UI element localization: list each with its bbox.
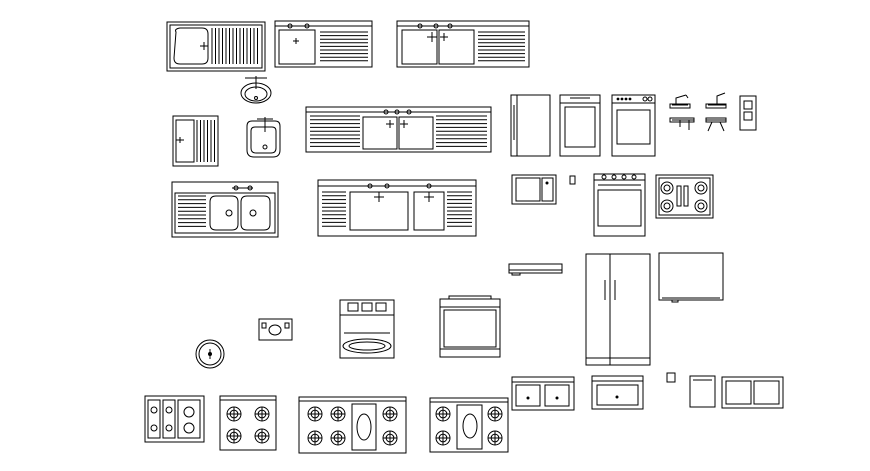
burner-grate bbox=[436, 407, 450, 421]
wall-switch-1 bbox=[569, 175, 576, 185]
burner-grate bbox=[488, 431, 502, 445]
square-lavatory bbox=[246, 117, 281, 158]
double-bowl-drainboard-left bbox=[171, 181, 279, 238]
burner-grate bbox=[227, 429, 241, 443]
double-bowl-sink-drainboards-1 bbox=[396, 20, 530, 68]
wall-oven-panel bbox=[658, 252, 724, 303]
cooktop-4-burner-3 bbox=[219, 395, 277, 451]
burner-grate bbox=[331, 407, 345, 421]
double-bowl-sink-elevation-1 bbox=[511, 376, 575, 411]
double-bowl-sink-elevation-2 bbox=[721, 376, 784, 409]
drainboard-sink-right-bowl-1 bbox=[274, 20, 373, 68]
small-lavatory bbox=[258, 318, 293, 341]
single-bowl-sink-elevation bbox=[591, 375, 644, 410]
cooktop-4-burner-1 bbox=[655, 174, 714, 219]
wall-switch-2 bbox=[666, 372, 676, 383]
range-plan bbox=[439, 295, 501, 358]
side-by-side-refrigerator bbox=[585, 253, 651, 366]
burner-grate bbox=[383, 407, 397, 421]
microwave bbox=[511, 174, 557, 205]
burner-grate bbox=[331, 431, 345, 445]
wall-control-panel bbox=[739, 95, 757, 131]
burner-grate bbox=[308, 431, 322, 445]
burner-grate bbox=[255, 407, 269, 421]
burner-grate bbox=[308, 407, 322, 421]
faucet-symbols bbox=[669, 92, 727, 132]
floor-drain bbox=[195, 339, 225, 369]
dishwasher-front bbox=[559, 94, 601, 157]
range-front-elevation-1 bbox=[611, 94, 656, 157]
range-front-elevation-2 bbox=[593, 173, 646, 237]
range-hood-side bbox=[508, 263, 563, 276]
burner-grate bbox=[227, 407, 241, 421]
cooktop-4-burner-2 bbox=[144, 395, 205, 443]
utility-sink bbox=[339, 299, 395, 359]
burner-grate bbox=[488, 407, 502, 421]
single-sink-drainboard-left bbox=[166, 21, 266, 72]
drainboard-sink-vertical bbox=[172, 115, 219, 167]
double-bowl-sink-drainboards-3 bbox=[317, 179, 477, 237]
cooktop-six-burner-griddle-2 bbox=[429, 397, 509, 453]
refrigerator-side bbox=[510, 94, 551, 157]
burner-grate bbox=[255, 429, 269, 443]
round-lavatory bbox=[240, 76, 272, 104]
trash-compactor bbox=[689, 375, 716, 408]
cooktop-six-burner-griddle-1 bbox=[298, 396, 407, 454]
burner-grate bbox=[383, 431, 397, 445]
burner-grate bbox=[436, 431, 450, 445]
double-bowl-sink-drainboards-2 bbox=[305, 106, 492, 153]
